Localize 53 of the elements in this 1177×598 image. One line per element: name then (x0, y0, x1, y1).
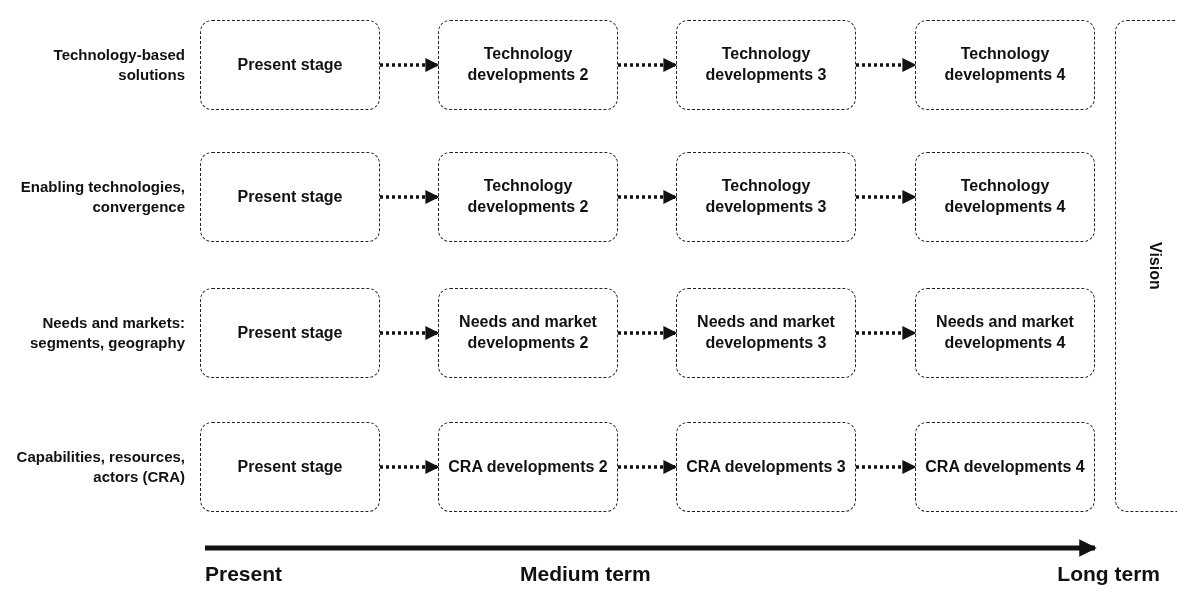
arrow (618, 326, 678, 340)
node-text: Needs and market developments 4 (935, 312, 1075, 353)
node-text: Technology developments 2 (466, 44, 590, 85)
stage-box (438, 20, 618, 110)
node-text: Technology developments 3 (704, 176, 828, 217)
row-heading: Enabling technologies, convergence (19, 176, 185, 217)
arrow (856, 460, 917, 474)
row-heading: Technology-based solutions (52, 44, 185, 85)
arrow (856, 58, 917, 72)
arrow (618, 190, 678, 204)
node-text: CRA developments 2 (447, 456, 609, 477)
node-text: Present stage (236, 456, 344, 477)
axis-label: Medium term (520, 562, 651, 586)
stage-box (438, 152, 618, 242)
row-heading: Capabilities, resources, actors (CRA) (15, 446, 185, 487)
stage-box (676, 422, 856, 512)
arrow (856, 326, 917, 340)
node-text: Needs and market developments 3 (696, 312, 836, 353)
stage-box (915, 288, 1095, 378)
node-text: Technology developments 2 (466, 176, 590, 217)
node-text: Present stage (236, 186, 344, 207)
axis-label: Present (205, 562, 283, 586)
node-text: CRA developments 4 (924, 456, 1086, 477)
stage-box (200, 20, 380, 110)
stage-box (676, 288, 856, 378)
node-text: CRA developments 3 (685, 456, 847, 477)
arrow (380, 190, 440, 204)
vision-box (1115, 20, 1177, 512)
node-text: Technology developments 3 (704, 44, 828, 85)
arrow (380, 58, 440, 72)
stage-box (915, 152, 1095, 242)
stage-box (200, 422, 380, 512)
stage-box (915, 20, 1095, 110)
stage-box (915, 422, 1095, 512)
stage-box (676, 20, 856, 110)
arrow (618, 58, 678, 72)
stage-box (676, 152, 856, 242)
row-heading: Needs and markets: segments, geography (28, 312, 185, 353)
node-text: Present stage (236, 54, 344, 75)
node-text: Technology developments 4 (943, 176, 1067, 217)
node-text: Present stage (236, 322, 344, 343)
stage-box (438, 422, 618, 512)
arrow (380, 326, 440, 340)
arrow (618, 460, 678, 474)
stage-box (438, 288, 618, 378)
node-text: Technology developments 4 (943, 44, 1067, 85)
node-text: Vision (1146, 242, 1166, 290)
axis-label: Long term (1057, 562, 1160, 586)
stage-box (200, 152, 380, 242)
arrow (856, 190, 917, 204)
arrow (380, 460, 440, 474)
node-text: Needs and market developments 2 (458, 312, 598, 353)
stage-box (200, 288, 380, 378)
